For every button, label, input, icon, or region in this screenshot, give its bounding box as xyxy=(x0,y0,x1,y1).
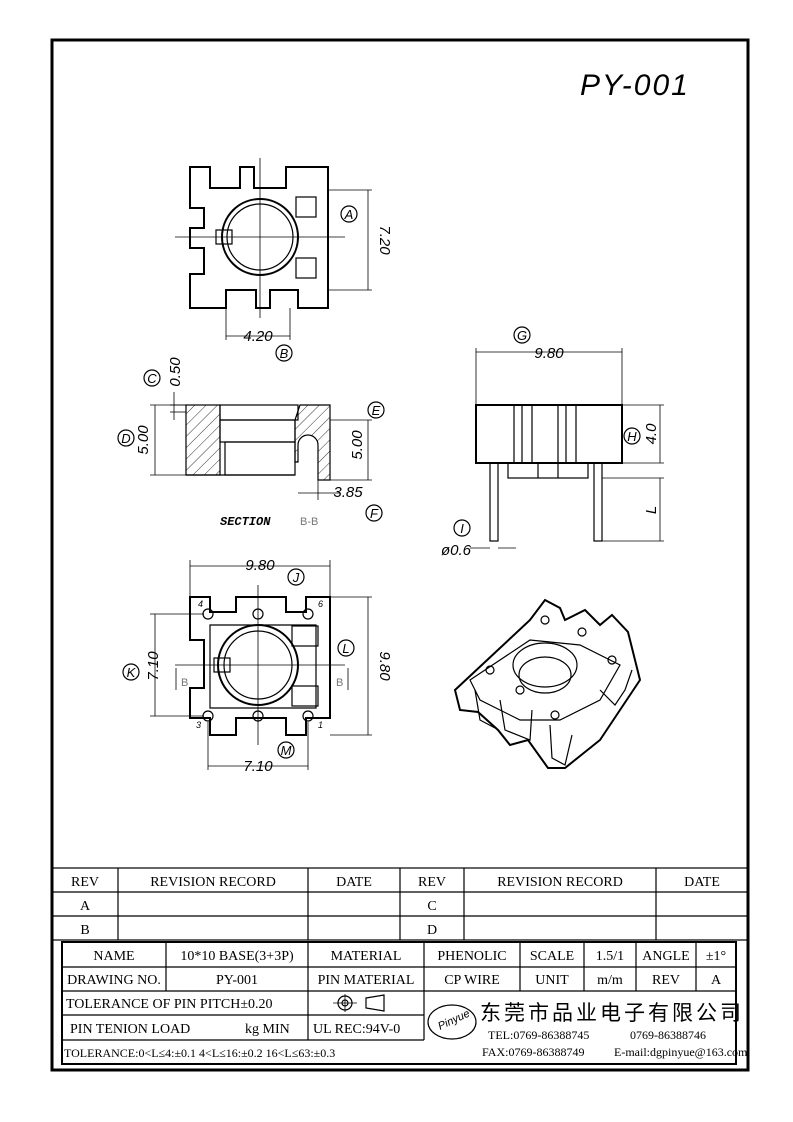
revision-record-header-2: REVISION RECORD xyxy=(497,875,623,890)
pin-material-value: CP WIRE xyxy=(444,973,500,988)
side-view: 9.80 4.0 L ø0.6 G H I xyxy=(441,326,664,559)
title-block: NAME 10*10 BASE(3+3P) MATERIAL PHENOLIC … xyxy=(61,941,748,1065)
callout-l: L xyxy=(342,641,349,656)
dim-c: 0.50 xyxy=(167,357,184,387)
callout-a: A xyxy=(344,207,354,222)
unit-value: m/m xyxy=(597,973,623,988)
revision-table: REV REVISION RECORD DATE REV REVISION RE… xyxy=(51,867,749,941)
top-view-height-dim: 7.20 xyxy=(376,225,393,255)
company-fax: FAX:0769-86388749 xyxy=(482,1045,584,1059)
company-email: E-mail:dgpinyue@163.com xyxy=(614,1045,748,1059)
pin-material-label: PIN MATERIAL xyxy=(318,973,415,988)
name-label: NAME xyxy=(93,949,134,964)
company-name: 东莞市品业电子有限公司 xyxy=(480,1001,744,1025)
sheet-border xyxy=(50,38,750,1072)
section-marker-left: B xyxy=(181,677,188,689)
rev-d: D xyxy=(427,923,437,938)
side-view-height-dim: 4.0 xyxy=(643,423,660,445)
rev-header-2: REV xyxy=(418,875,446,890)
date-header-2: DATE xyxy=(684,875,720,890)
name-value: 10*10 BASE(3+3P) xyxy=(180,949,294,964)
callout-k: K xyxy=(127,665,137,680)
section-view: 0.50 5.00 5.00 3.85 C D E F SECTION B-B xyxy=(117,357,385,529)
company-logo: Pinyue xyxy=(427,1004,477,1040)
section-mark: B-B xyxy=(300,516,318,528)
dim-d: 5.00 xyxy=(135,425,152,455)
dim-f: 3.85 xyxy=(333,484,363,501)
material-label: MATERIAL xyxy=(331,949,402,964)
unit-label: UNIT xyxy=(535,973,569,988)
callout-i: I xyxy=(460,521,464,536)
scale-label: SCALE xyxy=(530,949,574,964)
callout-d: D xyxy=(121,431,130,446)
pin-number-4: 4 xyxy=(198,599,203,609)
top-view: 7.20 4.20 A B xyxy=(175,158,393,362)
revision-record-header-1: REVISION RECORD xyxy=(150,875,276,890)
rev-header-1: REV xyxy=(71,875,99,890)
isometric-view xyxy=(453,598,642,769)
top-view-width-dim: 4.20 xyxy=(243,328,273,345)
callout-g: G xyxy=(517,328,527,343)
callout-e: E xyxy=(372,403,381,418)
angle-value: ±1° xyxy=(706,949,726,964)
side-view-pin-dia-dim: ø0.6 xyxy=(441,542,472,559)
side-view-width-dim: 9.80 xyxy=(534,345,564,362)
rev-label: REV xyxy=(652,973,680,988)
bottom-view-height-dim: 9.80 xyxy=(376,651,393,681)
tolerance-general: TOLERANCE:0<L≤4:±0.1 4<L≤16:±0.2 16<L≤63… xyxy=(64,1046,335,1060)
rev-b: B xyxy=(80,923,89,938)
drawing-title: PY-001 xyxy=(580,69,690,102)
pin-tension-unit: kg MIN xyxy=(245,1022,290,1037)
pin-number-3: 3 xyxy=(196,720,201,730)
bottom-view-left-dim: 7.10 xyxy=(145,651,162,681)
callout-f: F xyxy=(370,506,379,521)
company-tel2: 0769-86388746 xyxy=(630,1028,706,1042)
rev-value: A xyxy=(711,973,722,988)
section-label: SECTION xyxy=(220,515,271,529)
bottom-view: 9.80 9.80 7.10 7.10 B B 4 6 3 1 J K L M xyxy=(122,557,393,775)
section-marker-right: B xyxy=(336,677,343,689)
tolerance-pitch: TOLERANCE OF PIN PITCH±0.20 xyxy=(66,997,273,1012)
pin-number-1: 1 xyxy=(318,720,323,730)
callout-b: B xyxy=(280,346,289,361)
bottom-view-bottom-dim: 7.10 xyxy=(243,758,273,775)
rev-c: C xyxy=(427,899,436,914)
drawing-no-value: PY-001 xyxy=(216,973,258,988)
ul-rec: UL REC:94V-0 xyxy=(313,1022,400,1037)
pin-tension-label: PIN TENION LOAD xyxy=(70,1022,190,1037)
projection-symbol-icon xyxy=(333,994,385,1012)
bottom-view-width-dim: 9.80 xyxy=(245,557,275,574)
angle-label: ANGLE xyxy=(642,949,689,964)
side-view-pin-length-dim: L xyxy=(643,506,660,514)
company-tel: TEL:0769-86388745 xyxy=(488,1028,589,1042)
callout-h: H xyxy=(627,429,637,444)
scale-value: 1.5/1 xyxy=(596,949,624,964)
rev-a: A xyxy=(80,899,91,914)
callout-c: C xyxy=(147,371,157,386)
callout-m: M xyxy=(281,743,292,758)
drawing-no-label: DRAWING NO. xyxy=(67,973,161,988)
callout-j: J xyxy=(292,570,300,585)
svg-text:Pinyue: Pinyue xyxy=(436,1008,472,1033)
dim-e: 5.00 xyxy=(349,430,366,460)
date-header-1: DATE xyxy=(336,875,372,890)
pin-number-6: 6 xyxy=(318,599,323,609)
material-value: PHENOLIC xyxy=(437,949,506,964)
